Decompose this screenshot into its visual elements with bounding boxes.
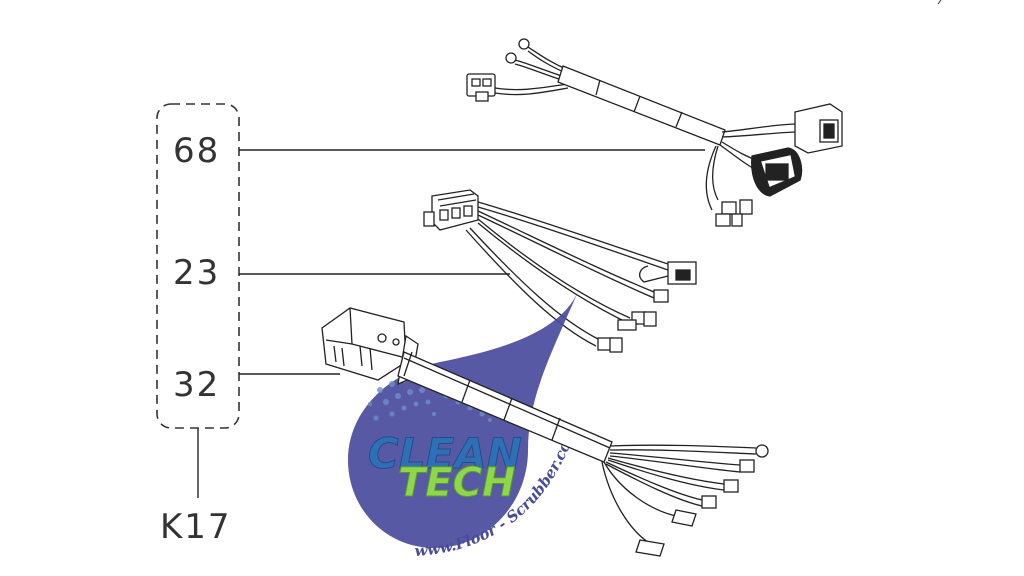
- callout-number-32[interactable]: 32: [173, 365, 220, 405]
- group-label: K17: [160, 507, 232, 547]
- wiring-harness-68: [466, 38, 843, 227]
- wiring-harness-32: [321, 307, 769, 557]
- callout-number-23[interactable]: 23: [173, 253, 220, 293]
- callout-number-68[interactable]: 68: [173, 131, 220, 171]
- watermark-clean: CLEAN: [368, 429, 522, 478]
- watermark-tech: TECH: [398, 460, 515, 506]
- water-drop-logo: [348, 292, 578, 548]
- wiring-harness-23: [423, 189, 697, 353]
- corner-tick: [937, 0, 942, 5]
